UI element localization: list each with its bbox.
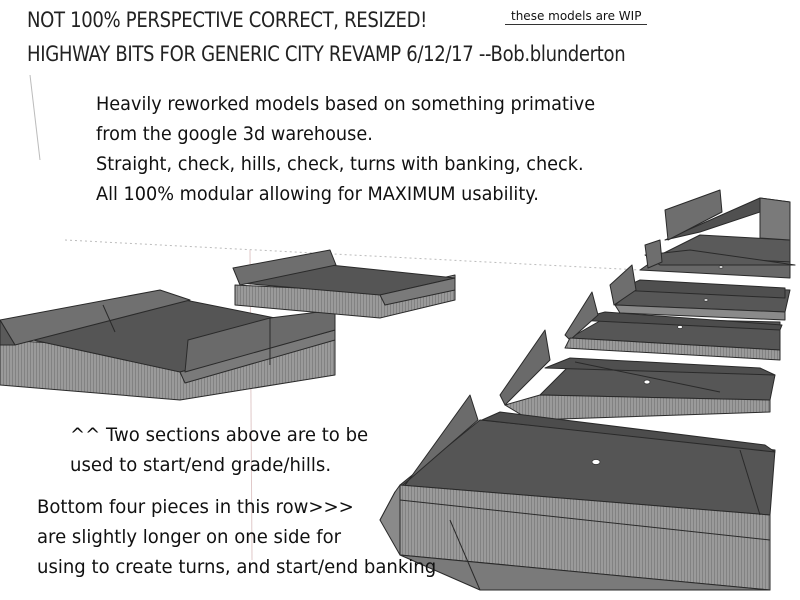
banking-pieces-row <box>379 189 796 591</box>
annotation-line: are slightly longer on one side for <box>37 526 342 548</box>
straight-section-left <box>0 289 336 401</box>
description-line: Heavily reworked models based on somethi… <box>96 93 596 115</box>
description-line: Straight, check, hills, check, turns wit… <box>96 153 584 175</box>
description-line: from the google 3d warehouse. <box>96 123 373 145</box>
page-subtitle: HIGHWAY BITS FOR GENERIC CITY REVAMP 6/1… <box>27 42 626 66</box>
annotation-line: ^^ Two sections above are to be <box>70 424 369 446</box>
straight-section-back <box>232 249 456 319</box>
page-title: NOT 100% PERSPECTIVE CORRECT, RESIZED! <box>27 8 428 32</box>
annotation-line: using to create turns, and start/end ban… <box>37 556 437 578</box>
description-line: All 100% modular allowing for MAXIMUM us… <box>96 183 539 205</box>
annotation-line: used to start/end grade/hills. <box>70 454 332 476</box>
grade-annotation: ^^ Two sections above are to be used to … <box>70 420 368 480</box>
wip-note: these models are WIP <box>505 8 648 25</box>
center-markers <box>591 265 724 465</box>
annotation-line: Bottom four pieces in this row>>> <box>37 496 354 518</box>
description-text: Heavily reworked models based on somethi… <box>96 89 595 209</box>
banking-annotation: Bottom four pieces in this row>>> are sl… <box>37 492 436 582</box>
